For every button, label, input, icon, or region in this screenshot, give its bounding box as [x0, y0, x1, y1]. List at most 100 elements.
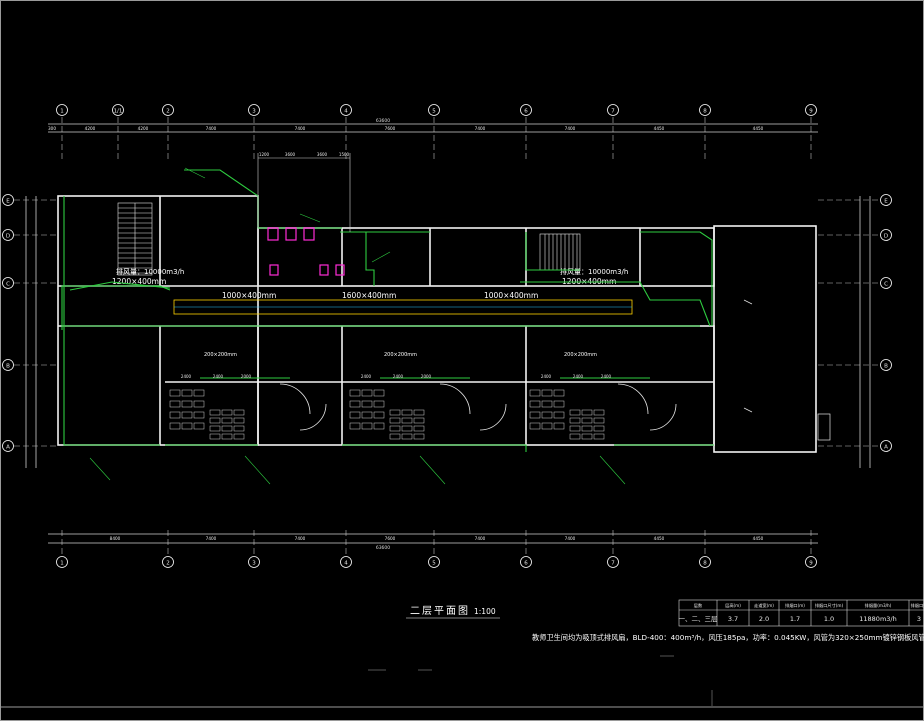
- desk: [529, 389, 541, 397]
- dimension-top: [48, 123, 818, 133]
- desk: [553, 422, 565, 430]
- axis-label-bottom: 7: [611, 561, 615, 567]
- schedule-header-cell: 层高(m): [725, 602, 741, 609]
- desk: [349, 411, 361, 419]
- desk: [529, 411, 541, 419]
- schedule-data-cell: 1.0: [824, 615, 834, 623]
- axis-bubble-top: [248, 104, 260, 116]
- dim-inner-value: 1200: [259, 152, 270, 157]
- desk: [221, 425, 233, 432]
- axis-bubble-top: [607, 104, 619, 116]
- dim-room-value: 2400: [213, 374, 224, 379]
- desk: [389, 433, 401, 440]
- dim-top-total: 63600: [376, 118, 390, 124]
- desk: [349, 422, 361, 430]
- desk: [401, 409, 413, 416]
- desk: [181, 411, 193, 419]
- dim-inner-value: 3600: [317, 152, 328, 157]
- desk: [541, 389, 553, 397]
- axis-label-top: 4: [344, 109, 348, 115]
- desk: [221, 409, 233, 416]
- desk: [361, 411, 373, 419]
- desk: [373, 411, 385, 419]
- desk: [541, 422, 553, 430]
- stair-right: [539, 233, 581, 271]
- schedule-data-cell: 11880m3/h: [859, 615, 896, 623]
- duct-left-main-label: 1200×400mm: [112, 277, 166, 286]
- dimension-bottom: [48, 533, 818, 544]
- axis-bubble-bottom: [162, 556, 174, 568]
- axis-label-right: E: [884, 199, 888, 205]
- small-duct-3: 200×200mm: [564, 352, 597, 358]
- desk: [373, 389, 385, 397]
- dim-top-segment: 4200: [85, 126, 96, 131]
- desk: [529, 400, 541, 408]
- desk: [349, 400, 361, 408]
- schedule-header-cell: 排烟量(m3/h): [865, 602, 892, 609]
- desk: [181, 422, 193, 430]
- axis-bubble-bottom: [607, 556, 619, 568]
- dim-bottom-segment: 7400: [206, 536, 217, 541]
- schedule-table: [678, 599, 924, 627]
- axis-bubble-right: [880, 277, 892, 289]
- dim-top-segment: 4450: [654, 126, 665, 131]
- curved-walls: [279, 383, 677, 431]
- axis-bubble-left: [2, 277, 14, 289]
- dim-room-value: 2400: [361, 374, 372, 379]
- dim-top-segment: 7400: [295, 126, 306, 131]
- dim-bottom-segment: 7400: [475, 536, 486, 541]
- axis-bubble-top: [162, 104, 174, 116]
- dim-room-value: 2400: [601, 374, 612, 379]
- axis-bubble-right: [880, 229, 892, 241]
- axis-bubble-right: [880, 440, 892, 452]
- desk: [193, 389, 205, 397]
- axis-label-top: 5: [432, 109, 436, 115]
- axis-bubble-bottom: [805, 556, 817, 568]
- schedule-data-cell: 2.0: [759, 615, 769, 623]
- dim-room-value: 2000: [421, 374, 432, 379]
- axis-label-bottom: 9: [809, 561, 813, 567]
- axis-bubble-left: [2, 440, 14, 452]
- desk: [181, 400, 193, 408]
- axis-bubble-left: [2, 194, 14, 206]
- desk: [209, 433, 221, 440]
- dim-top-segment: 4200: [138, 126, 149, 131]
- dim-bottom-segment: 7400: [295, 536, 306, 541]
- leader-lines: [89, 167, 626, 485]
- dim-room-value: 2400: [541, 374, 552, 379]
- dim-inner-value: 1500: [339, 152, 350, 157]
- axis-label-right: A: [884, 445, 888, 451]
- desk: [593, 417, 605, 424]
- desk: [361, 400, 373, 408]
- dim-inner-top: [257, 153, 351, 300]
- desk: [593, 425, 605, 432]
- desk: [401, 417, 413, 424]
- desk: [389, 417, 401, 424]
- axis-bubble-top: [699, 104, 711, 116]
- desk: [569, 433, 581, 440]
- schedule-header-cell: 排烟口(m): [785, 602, 805, 609]
- dimension-left: [25, 196, 37, 468]
- axis-label-right: C: [884, 282, 888, 288]
- axis-label-top: 8: [703, 109, 707, 115]
- axis-label-left: B: [6, 364, 10, 370]
- small-duct-2: 200×200mm: [384, 352, 417, 358]
- desk: [193, 411, 205, 419]
- axis-bubble-bottom: [699, 556, 711, 568]
- axis-bubble-right: [880, 359, 892, 371]
- dim-top-segment: 300: [48, 126, 56, 131]
- green-ducts: [61, 169, 714, 452]
- dim-bottom-segment: 4450: [654, 536, 665, 541]
- axis-label-top: 3: [252, 109, 256, 115]
- spec-note: 教师卫生间均为吸顶式排风扇，BLD-400：400m³/h，风压185pa，功率…: [532, 633, 924, 642]
- sheet-small-marks: [368, 655, 713, 706]
- desk: [413, 425, 425, 432]
- desk: [233, 417, 245, 424]
- dim-top-segment: 7400: [565, 126, 576, 131]
- plan-title: 二层平面图: [410, 605, 470, 617]
- dim-bottom-segment: 8400: [110, 536, 121, 541]
- desk: [361, 389, 373, 397]
- axis-label-left: D: [6, 234, 10, 240]
